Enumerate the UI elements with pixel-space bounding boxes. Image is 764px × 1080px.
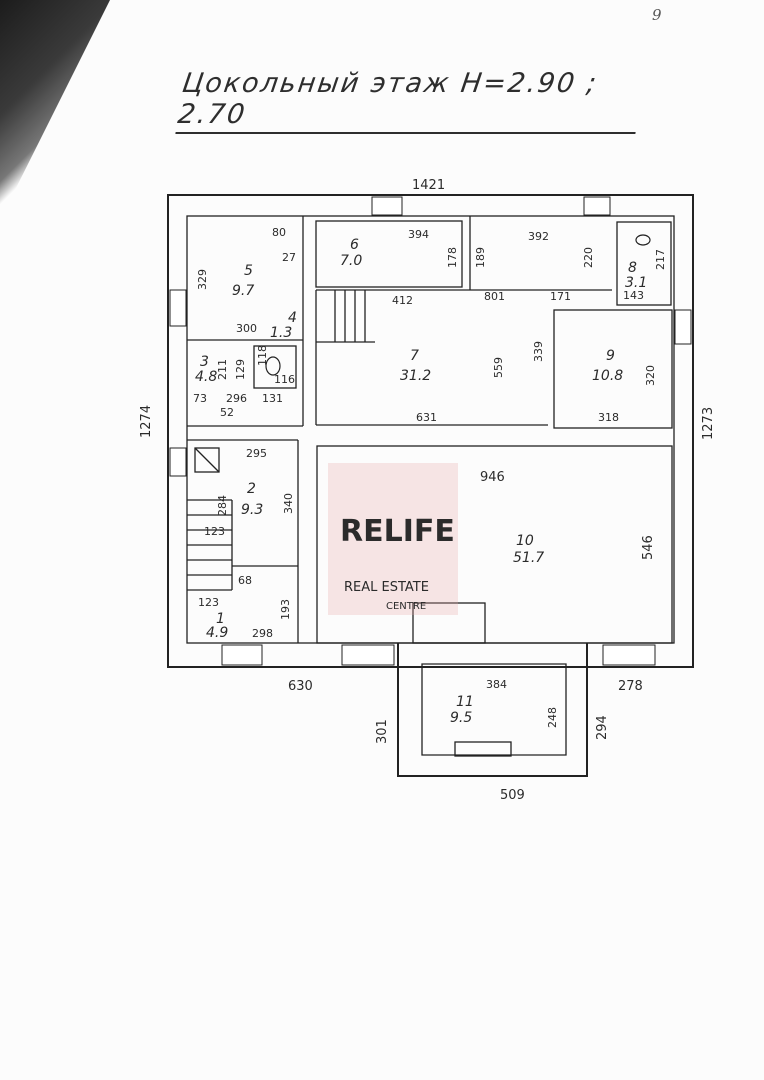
- dim-r7-top: 392: [528, 230, 549, 243]
- room-9-area: 10.8: [592, 368, 623, 384]
- window-marks: [169, 196, 692, 666]
- dim-r1-w: 298: [252, 627, 273, 640]
- relife-watermark: RELIFE REAL ESTATE CENTRE: [328, 463, 458, 615]
- dim-r2-h2: 340: [282, 493, 295, 514]
- dim-r9-w: 318: [598, 411, 619, 424]
- room-8-outline: [616, 221, 672, 306]
- dim-right: 1273: [701, 407, 716, 440]
- dim-stair-123a: 123: [204, 525, 225, 538]
- porch-step: [454, 741, 512, 757]
- room-4-outline: [253, 345, 297, 389]
- dim-left: 1274: [139, 405, 154, 438]
- room-4-number: 4: [288, 310, 297, 326]
- boiler-fixture: [194, 447, 220, 473]
- room-7-area: 31.2: [400, 368, 431, 384]
- room-3-area: 4.8: [195, 369, 217, 385]
- dim-r11-w: 384: [486, 678, 507, 691]
- dim-r3-73: 73: [193, 392, 207, 405]
- room-9-outline: [553, 309, 673, 429]
- dim-top: 1421: [412, 178, 445, 193]
- dim-r7-220: 220: [582, 247, 595, 268]
- dim-r2-top: 295: [246, 447, 267, 460]
- room-6-outline: [315, 220, 463, 288]
- dim-r3-52: 52: [220, 406, 234, 419]
- dim-stair-68: 68: [238, 574, 252, 587]
- room-6-number: 6: [350, 237, 359, 253]
- room-2-area: 9.3: [241, 502, 263, 518]
- dim-r10-w: 946: [480, 470, 505, 485]
- dim-r5-w2: 27: [282, 251, 296, 264]
- dim-r7-bottom: 631: [416, 411, 437, 424]
- dim-r2-h1: 284: [216, 495, 229, 516]
- dim-r3-h: 211: [216, 359, 229, 380]
- outer-wall: [167, 194, 694, 668]
- dim-r10-h: 546: [641, 535, 656, 560]
- room-5-area: 9.7: [232, 283, 254, 299]
- stair-flight-7: [316, 290, 375, 343]
- dim-bottom-left: 630: [288, 679, 313, 694]
- dim-r7-mid: 801: [484, 290, 505, 303]
- room-8-area: 3.1: [625, 275, 647, 291]
- dim-r1-h: 193: [279, 599, 292, 620]
- dim-r6-w: 394: [408, 228, 429, 241]
- dim-r6-h: 178: [446, 247, 459, 268]
- dim-r6-bottom: 412: [392, 294, 413, 307]
- dim-r5-h: 329: [196, 269, 209, 290]
- dim-r11-h: 248: [546, 707, 559, 728]
- room-3-number: 3: [200, 354, 209, 370]
- dim-porch-right: 294: [595, 715, 610, 740]
- room-10-area: 51.7: [513, 550, 544, 566]
- dim-r7-h: 559: [492, 357, 505, 378]
- room-10-step: [412, 602, 486, 644]
- dim-r7-right: 339: [532, 341, 545, 362]
- stair-flight: [187, 499, 233, 591]
- dim-r3-129: 129: [234, 359, 247, 380]
- dim-stair-123b: 123: [198, 596, 219, 609]
- dim-r7-171: 171: [550, 290, 571, 303]
- room-1-area: 4.9: [206, 625, 228, 641]
- room-1-number: 1: [216, 611, 225, 627]
- dim-r3-296: 296: [226, 392, 247, 405]
- porch-wall: [397, 643, 588, 777]
- page-number: 9: [652, 6, 662, 24]
- room-10-outline: [316, 445, 673, 644]
- dim-r8-h: 217: [654, 249, 667, 270]
- dim-r5-w1: 80: [272, 226, 286, 239]
- dim-r4-118: 118: [256, 345, 269, 366]
- dim-r4-116: 116: [274, 373, 295, 386]
- room-11-number: 11: [456, 694, 474, 710]
- room-5-number: 5: [244, 263, 253, 279]
- room-6-area: 7.0: [340, 253, 362, 269]
- room-9-number: 9: [606, 348, 615, 364]
- room-8-number: 8: [628, 260, 637, 276]
- dim-r7-left: 189: [474, 247, 487, 268]
- dim-r5-bottom: 300: [236, 322, 257, 335]
- dim-bottom-right: 278: [618, 679, 643, 694]
- dim-porch-bottom: 509: [500, 788, 525, 803]
- room-2-number: 2: [247, 481, 256, 497]
- room-10-number: 10: [516, 533, 534, 549]
- dim-r9-h: 320: [644, 365, 657, 386]
- dim-porch-left: 301: [375, 719, 390, 744]
- dim-r8-w: 143: [623, 289, 644, 302]
- room-11-area: 9.5: [450, 710, 472, 726]
- room-4-area: 1.3: [270, 325, 292, 341]
- room-7-number: 7: [410, 348, 419, 364]
- porch-inner: [421, 663, 567, 756]
- dim-r3-131: 131: [262, 392, 283, 405]
- watermark-brand: RELIFE: [340, 514, 455, 549]
- watermark-line3: CENTRE: [386, 601, 426, 612]
- toilet-fixture: [265, 234, 651, 376]
- watermark-line2: REAL ESTATE: [344, 580, 429, 595]
